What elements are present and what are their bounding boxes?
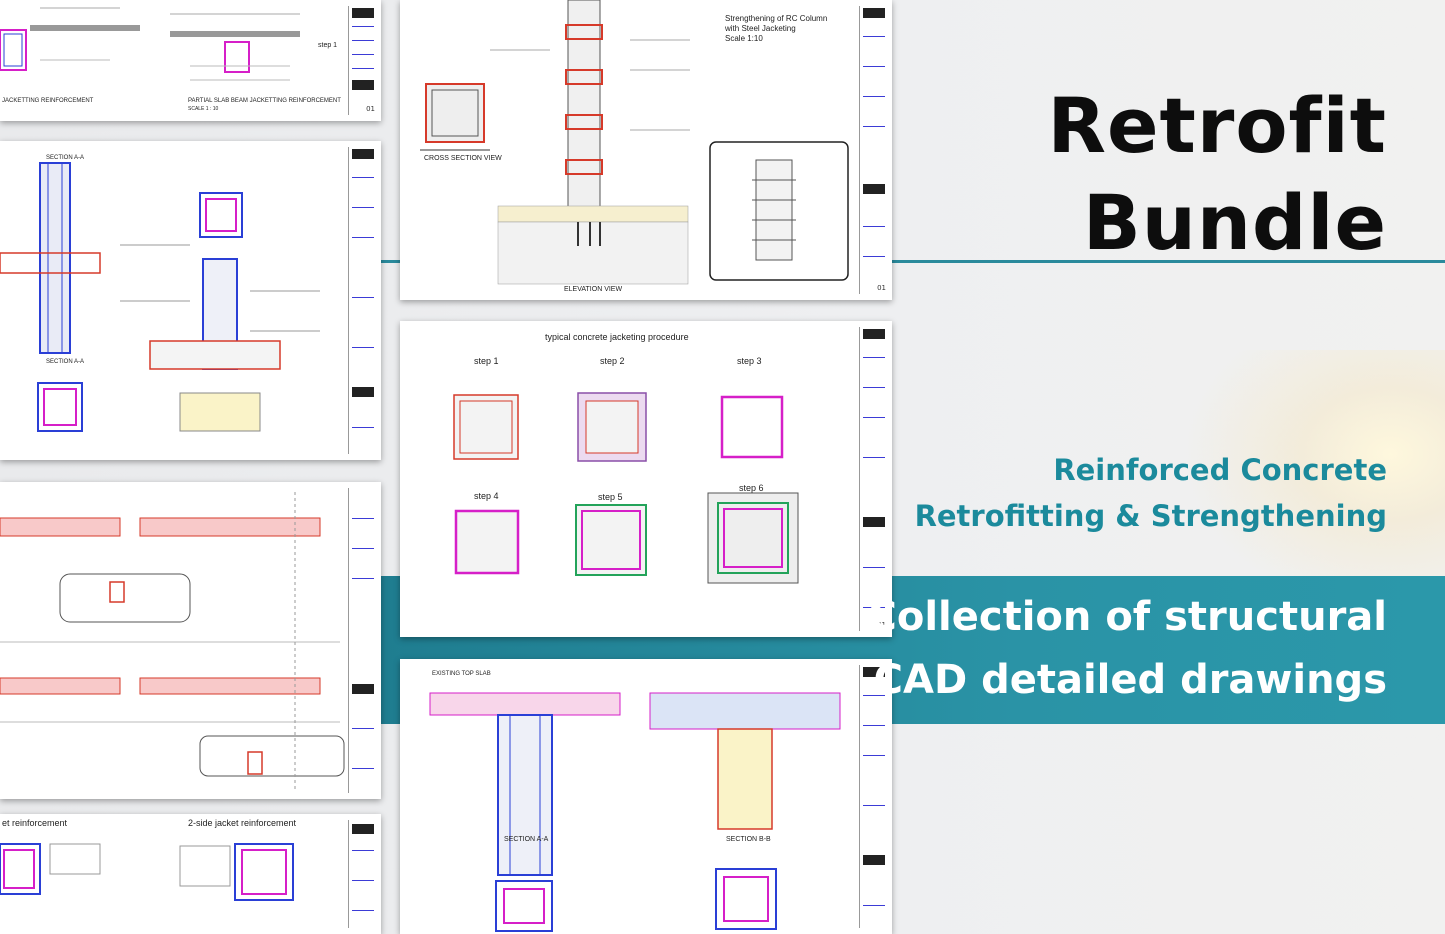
partial-slab-step-label: step 1 [318, 42, 338, 49]
existing-top-slab-label: EXISTING TOP SLAB [432, 671, 491, 677]
steel-jacketing-note-title: Strengthening of RC Column [725, 14, 828, 23]
title-block: 01 [859, 6, 888, 294]
divider-line [380, 260, 1445, 263]
steel-jacketing-note-sub: with Steel Jacketing [725, 24, 796, 33]
foundation-section-top: SECTION A-A [46, 155, 85, 161]
title-block: 01 [859, 327, 888, 631]
sheet-foundation-jacketing: SECTION A-A SECTION A-A [0, 141, 381, 460]
partial-slab-scale: SCALE 1 : 10 [188, 106, 219, 112]
step-3-label: step 3 [737, 356, 762, 366]
sheet-jacketing-procedure: typical concrete jacketing procedure ste… [400, 321, 892, 637]
step-6-label: step 6 [739, 483, 764, 493]
headline-line-1: Retrofit [1047, 81, 1387, 170]
section-a-label: SECTION A-A [504, 836, 549, 843]
sheet-number: 01 [877, 621, 886, 629]
sheet-number: 01 [366, 105, 375, 113]
subtitle-line-1: Reinforced Concrete [1053, 453, 1387, 487]
foundation-section-bottom: SECTION A-A [46, 359, 85, 365]
jacket-drawing [0, 843, 294, 901]
title-block [348, 820, 377, 928]
sheet-jacket-reinforcement: et reinforcement 2-side jacket reinforce… [0, 814, 381, 934]
step-2-label: step 2 [600, 356, 625, 366]
procedure-drawing [453, 392, 799, 584]
banner-line-1: Collection of structural [867, 594, 1388, 640]
sheet-section-details: EXISTING TOP SLAB SECTION A-A SECTION B-… [400, 659, 892, 934]
jacket-right-title: 2-side jacket reinforcement [188, 818, 297, 828]
section-b-label: SECTION B-B [726, 836, 771, 843]
elevation-view-label: ELEVATION VIEW [564, 286, 623, 293]
title-block [348, 488, 377, 793]
sheet-number: 01 [877, 284, 886, 292]
background-glow [1180, 350, 1445, 610]
beam-drawing [0, 492, 345, 792]
step-4-label: step 4 [474, 491, 499, 501]
partial-slab-caption: PARTIAL SLAB BEAM JACKETTING REINFORCEME… [188, 98, 341, 104]
cross-section-view-label: CROSS SECTION VIEW [424, 155, 502, 162]
step-5-label: step 5 [598, 492, 623, 502]
steel-jacketing-note-scale: Scale 1:10 [725, 34, 763, 43]
banner-line-2: CAD detailed drawings [873, 657, 1387, 703]
column-jacketing-drawing [420, 0, 849, 285]
title-block [348, 147, 377, 454]
partial-slab-left-caption: JACKETTING REINFORCEMENT [2, 98, 94, 104]
foundation-drawing [0, 162, 320, 432]
sheet-column-steel-jacketing: Strengthening of RC Column with Steel Ja… [400, 0, 892, 300]
jacket-left-title: et reinforcement [2, 818, 68, 828]
procedure-title: typical concrete jacketing procedure [545, 332, 689, 342]
section-details-drawing [429, 692, 841, 932]
partial-slab-drawing [0, 7, 300, 81]
sheet-beam-jacketing [0, 482, 381, 799]
subtitle-line-2: Retrofitting & Strengthening [914, 499, 1387, 533]
title-block [859, 665, 888, 928]
headline-line-2: Bundle [1082, 178, 1387, 267]
sheet-partial-slab-jacketing: step 1 JACKETTING REINFORCEMENT PARTIAL … [0, 0, 381, 121]
step-1-label: step 1 [474, 356, 499, 366]
title-block: 01 [348, 6, 377, 115]
